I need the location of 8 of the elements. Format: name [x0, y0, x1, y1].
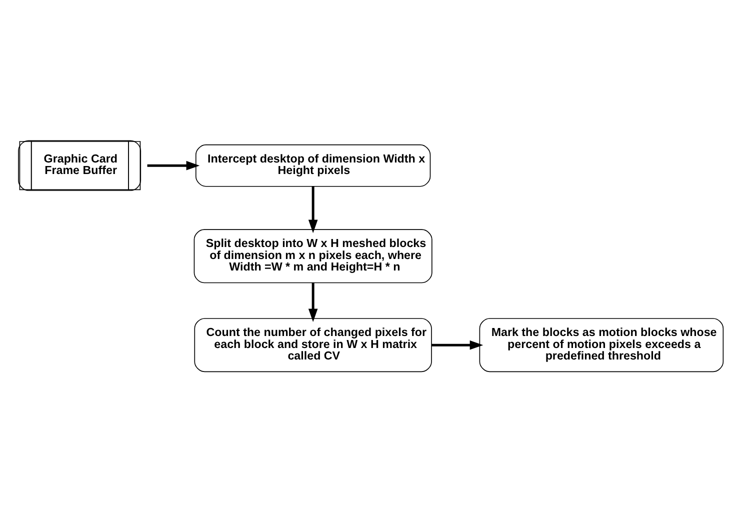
node-box: Count the number of changed pixels for each block and store in W x H matrix called CV — [194, 318, 432, 372]
node-box: Split desktop into W x H meshed blocks of dimension m x n pixels each, where Width =W * m and Height=H * n — [194, 229, 432, 284]
node-box: Mark the blocks as motion blocks whose percent of motion pixels exceeds a predefined threshold — [479, 318, 724, 372]
arrow — [308, 186, 318, 234]
node-box: Intercept desktop of dimension Width x Height pixels — [195, 144, 431, 187]
arrow — [432, 340, 484, 350]
arrow — [147, 160, 200, 170]
arrow — [308, 282, 318, 322]
